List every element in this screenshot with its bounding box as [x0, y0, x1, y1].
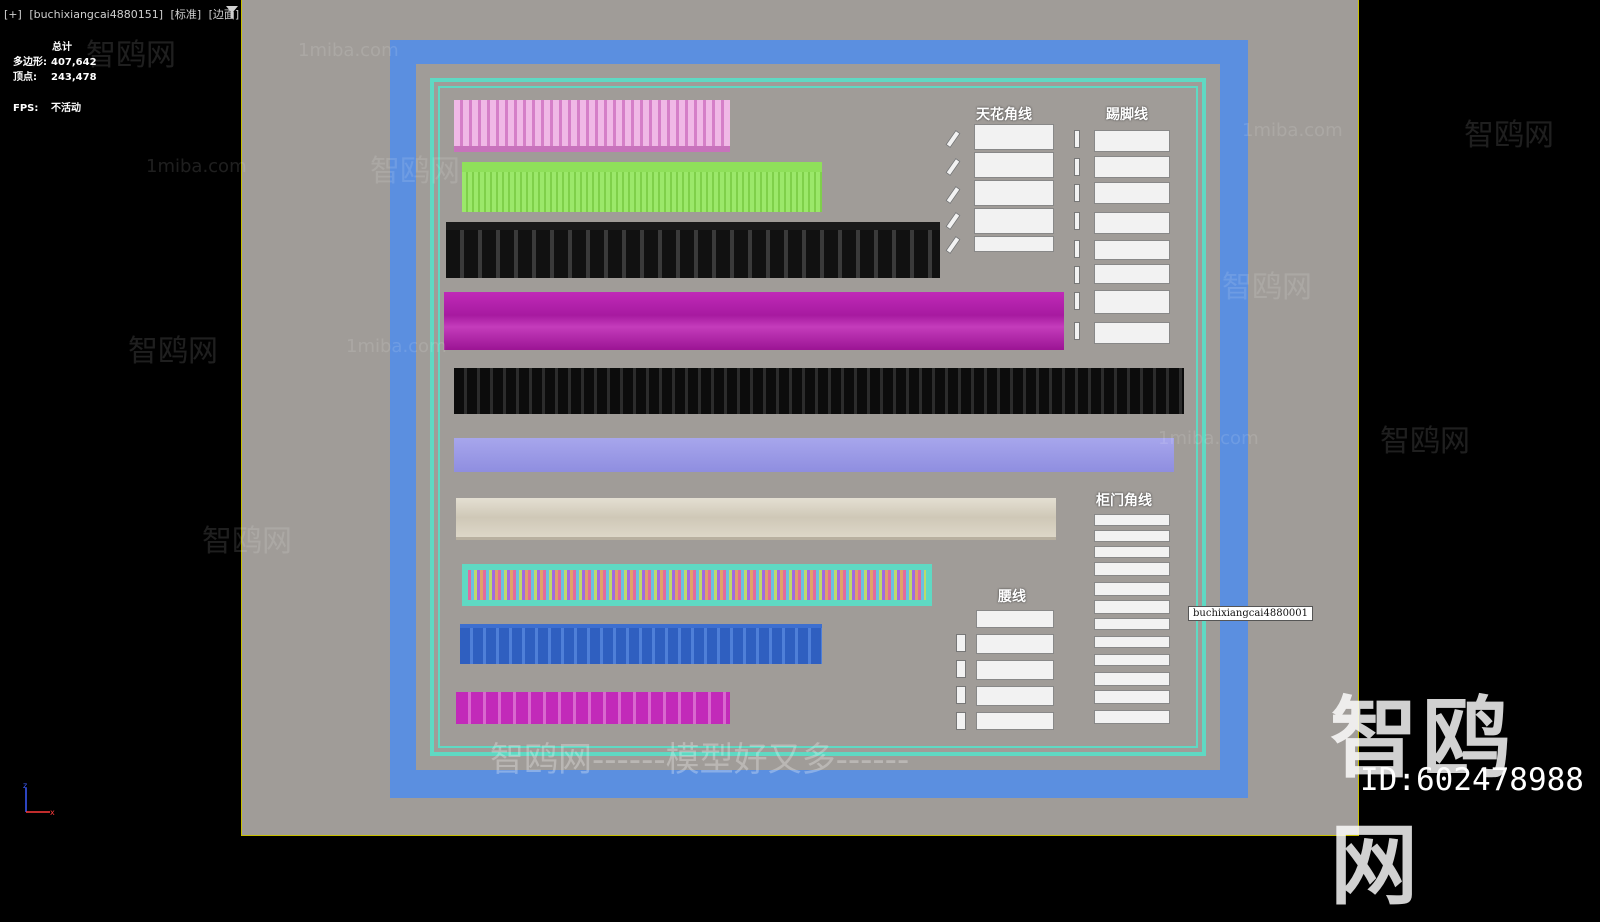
blue-moulding-strip[interactable]: [460, 624, 822, 664]
cabinet-thumb[interactable]: [1094, 654, 1170, 666]
skirting-thumb[interactable]: [1094, 212, 1170, 234]
cabinet-thumb[interactable]: [1094, 530, 1170, 542]
skirting-thumb[interactable]: [1094, 264, 1170, 284]
viewport-menu-plus[interactable]: [+]: [4, 8, 22, 21]
cabinet-thumb[interactable]: [1094, 636, 1170, 648]
profile-shape: [1074, 130, 1080, 148]
skirting-thumb[interactable]: [1094, 240, 1170, 260]
cabinet-thumb[interactable]: [1094, 514, 1170, 526]
profile-shape: [1074, 266, 1080, 284]
green-moulding-strip[interactable]: [462, 162, 822, 212]
waist-thumb[interactable]: [976, 660, 1054, 680]
stats-polygons-value: 407,642: [51, 57, 97, 68]
watermark-brand: 智鸥网: [202, 524, 292, 559]
black-ornate-moulding-strip[interactable]: [454, 368, 1184, 414]
black-dentil-moulding-strip[interactable]: [446, 222, 940, 278]
cabinet-moulding-label: 柜门角线: [1096, 493, 1152, 509]
lavender-moulding-strip[interactable]: [454, 438, 1174, 472]
ceiling-thumb[interactable]: [974, 124, 1054, 150]
skirting-thumb[interactable]: [1094, 130, 1170, 152]
watermark-slogan: 智鸥网------模型好又多------: [490, 740, 910, 780]
skirting-thumb[interactable]: [1094, 182, 1170, 204]
profile-shape: [1074, 158, 1080, 176]
viewport-camera-name[interactable]: [buchixiangcai4880151]: [29, 8, 164, 21]
colorful-fluted-moulding-strip[interactable]: [462, 564, 932, 606]
skirting-thumb[interactable]: [1094, 322, 1170, 344]
cabinet-thumb[interactable]: [1094, 710, 1170, 724]
stats-polygons-label: 多边形:: [13, 57, 47, 68]
watermark-id: ID:602478988: [1360, 762, 1584, 798]
uv-teal-frame-inner: [438, 86, 1198, 748]
ceiling-thumb[interactable]: [974, 180, 1054, 206]
cabinet-thumb[interactable]: [1094, 690, 1170, 704]
magenta-small-moulding-strip[interactable]: [456, 692, 730, 724]
viewport-label[interactable]: [+] [buchixiangcai4880151] [标准] [边面]: [4, 6, 243, 22]
watermark-site: 1miba.com: [298, 40, 399, 61]
watermark-brand: 智鸥网: [1222, 270, 1312, 305]
watermark-site: 1miba.com: [146, 156, 247, 177]
cabinet-thumb[interactable]: [1094, 546, 1170, 558]
waist-thumb[interactable]: [976, 712, 1054, 730]
profile-shape: [1074, 240, 1080, 258]
axis-gizmo-icon: z x: [23, 782, 55, 817]
beige-moulding-strip[interactable]: [456, 498, 1056, 540]
stats-vertices: 顶点: 243,478: [13, 68, 97, 83]
stats-fps: FPS: 不活动: [13, 99, 81, 114]
skirting-thumb[interactable]: [1094, 290, 1170, 314]
watermark-brand: 智鸥网: [370, 154, 460, 189]
profile-shape: [1074, 292, 1080, 310]
stats-vertices-label: 顶点:: [13, 72, 37, 83]
filter-icon[interactable]: [226, 6, 238, 18]
cabinet-thumb[interactable]: [1094, 672, 1170, 686]
pink-moulding-strip[interactable]: [454, 100, 730, 152]
stats-vertices-value: 243,478: [51, 72, 97, 83]
watermark-site: 1miba.com: [1242, 120, 1343, 141]
viewport-shading-standard[interactable]: [标准]: [170, 8, 202, 21]
watermark-brand: 智鸥网: [86, 38, 176, 73]
magenta-crown-moulding-strip[interactable]: [444, 292, 1064, 350]
cabinet-thumb[interactable]: [1094, 582, 1170, 596]
profile-shape: [956, 660, 966, 678]
waist-moulding-label: 腰线: [998, 589, 1026, 605]
uv-teal-frame[interactable]: [430, 78, 1206, 756]
skirting-thumb[interactable]: [1094, 156, 1170, 178]
watermark-brand: 智鸥网: [1380, 424, 1470, 459]
cabinet-thumb[interactable]: [1094, 600, 1170, 614]
object-name-tooltip: buchixiangcai4880001: [1188, 606, 1314, 621]
watermark-site: 1miba.com: [346, 336, 447, 357]
waist-thumb[interactable]: [976, 686, 1054, 706]
profile-shape: [956, 712, 966, 730]
ceiling-thumb[interactable]: [974, 152, 1054, 178]
waist-thumb[interactable]: [976, 634, 1054, 654]
svg-text:x: x: [50, 808, 55, 817]
ceiling-thumb[interactable]: [974, 236, 1054, 252]
stats-fps-label: FPS:: [13, 103, 39, 114]
profile-shape: [1074, 322, 1080, 340]
stats-header: 总计: [52, 42, 72, 53]
stats-polygons: 多边形: 407,642: [13, 53, 97, 68]
profile-shape: [956, 634, 966, 652]
waist-thumb[interactable]: [976, 610, 1054, 628]
profile-shape: [956, 686, 966, 704]
watermark-site: 1miba.com: [1158, 428, 1259, 449]
profile-shape: [1074, 184, 1080, 202]
watermark-brand: 智鸥网: [1464, 118, 1554, 153]
profile-shape: [1074, 212, 1080, 230]
cabinet-thumb[interactable]: [1094, 618, 1170, 630]
skirting-label: 踢脚线: [1106, 107, 1148, 123]
svg-text:z: z: [23, 782, 27, 790]
watermark-brand: 智鸥网: [128, 334, 218, 369]
cabinet-thumb[interactable]: [1094, 562, 1170, 576]
ceiling-thumb[interactable]: [974, 208, 1054, 234]
stats-fps-value: 不活动: [51, 103, 81, 114]
ceiling-moulding-label: 天花角线: [976, 107, 1032, 123]
